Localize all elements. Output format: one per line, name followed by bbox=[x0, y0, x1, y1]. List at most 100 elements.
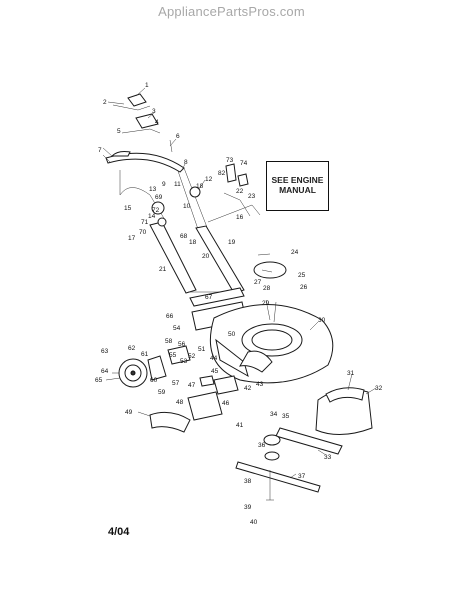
leader-line bbox=[169, 138, 177, 147]
callout-number: 2 bbox=[103, 99, 107, 106]
callout-number: 13 bbox=[149, 186, 157, 193]
see-engine-manual-note: SEE ENGINE MANUAL bbox=[266, 161, 329, 211]
callout-number: 47 bbox=[188, 382, 196, 389]
callout-number: 21 bbox=[159, 266, 167, 273]
leader-line bbox=[289, 473, 297, 479]
upper-handle-arms bbox=[177, 167, 211, 236]
callout-number: 57 bbox=[172, 380, 180, 387]
leader-line bbox=[102, 147, 113, 163]
callout-number: 1 bbox=[145, 82, 149, 89]
callout-number: 32 bbox=[375, 385, 383, 392]
leader-line bbox=[317, 449, 327, 456]
callout-number: 19 bbox=[228, 239, 236, 246]
callout-number: 69 bbox=[155, 194, 163, 201]
drive-belt-part bbox=[275, 427, 343, 455]
discharge-door-part bbox=[239, 350, 273, 373]
grommet-part bbox=[257, 253, 271, 256]
callout-number: 55 bbox=[169, 352, 177, 359]
callout-number: 6 bbox=[176, 133, 180, 140]
engine-mount-inner bbox=[251, 329, 293, 351]
callout-number: 73 bbox=[226, 157, 234, 164]
callout-number: 24 bbox=[291, 249, 299, 256]
callout-number: 67 bbox=[205, 294, 213, 301]
leader-line bbox=[105, 372, 121, 381]
callout-number: 52 bbox=[188, 353, 196, 360]
callout-number: 48 bbox=[176, 399, 184, 406]
leader-line bbox=[265, 299, 277, 323]
callout-number: 71 bbox=[141, 219, 149, 226]
leader-line bbox=[198, 179, 206, 190]
callout-number: 42 bbox=[244, 385, 252, 392]
leader-line bbox=[181, 163, 186, 171]
blade-adapter-part bbox=[263, 434, 281, 446]
callout-number: 14 bbox=[148, 213, 156, 220]
leader-line bbox=[223, 192, 251, 217]
bail-bracket-part bbox=[127, 93, 147, 107]
callout-number: 8 bbox=[184, 159, 188, 166]
starter-rope-part bbox=[207, 204, 261, 223]
callout-number: 15 bbox=[124, 205, 132, 212]
wheel-axle-part bbox=[130, 370, 136, 376]
callout-number: 22 bbox=[236, 188, 244, 195]
callout-number: 65 bbox=[95, 377, 103, 384]
callout-number: 51 bbox=[198, 346, 206, 353]
callout-number: 82 bbox=[218, 170, 226, 177]
leader-line bbox=[365, 387, 377, 395]
control-bracket-part bbox=[135, 113, 159, 129]
screw-part bbox=[169, 139, 173, 153]
pulley-part bbox=[264, 451, 280, 461]
handle-knob-part bbox=[151, 201, 165, 215]
callout-number: 36 bbox=[258, 442, 266, 449]
callout-number: 44 bbox=[210, 355, 218, 362]
callout-number: 43 bbox=[256, 381, 264, 388]
leader-line bbox=[147, 111, 156, 119]
callout-number: 61 bbox=[141, 351, 149, 358]
bag-frame-part bbox=[325, 387, 365, 403]
wheel-bracket-part bbox=[147, 355, 167, 381]
callout-number: 34 bbox=[270, 411, 278, 418]
height-adjuster-part bbox=[167, 345, 191, 365]
throttle-part bbox=[225, 163, 237, 183]
leader-line bbox=[309, 321, 319, 331]
handle-grip-part bbox=[110, 151, 131, 157]
mulch-plug-part bbox=[187, 391, 223, 421]
callout-number: 45 bbox=[211, 368, 219, 375]
callout-number: 62 bbox=[128, 345, 136, 352]
callout-number: 23 bbox=[248, 193, 256, 200]
handle-arm-left bbox=[119, 170, 166, 221]
blade-adapter-part bbox=[253, 261, 287, 279]
callout-number: 26 bbox=[300, 284, 308, 291]
cable-clip-part bbox=[112, 104, 151, 111]
lower-handle-left bbox=[149, 221, 197, 294]
callout-number: 11 bbox=[174, 181, 181, 188]
handle-knob-part bbox=[189, 186, 201, 198]
callout-number: 17 bbox=[128, 235, 136, 242]
leader-line bbox=[261, 269, 273, 273]
callout-number: 20 bbox=[202, 253, 210, 260]
leader-line bbox=[135, 87, 146, 97]
callout-number: 38 bbox=[244, 478, 252, 485]
callout-number: 68 bbox=[180, 233, 188, 240]
callout-number: 30 bbox=[318, 317, 326, 324]
callout-number: 27 bbox=[254, 279, 262, 286]
clip-part bbox=[199, 375, 215, 387]
callout-number: 70 bbox=[139, 229, 147, 236]
callout-number: 54 bbox=[173, 325, 181, 332]
callout-number: 49 bbox=[125, 409, 133, 416]
callout-number: 18 bbox=[196, 183, 204, 190]
callout-number: 7 bbox=[98, 147, 102, 154]
callout-number: 31 bbox=[347, 370, 355, 377]
callout-number: 16 bbox=[236, 214, 244, 221]
callout-number: 39 bbox=[244, 504, 252, 511]
callout-number: 4 bbox=[155, 119, 159, 126]
callout-number: 12 bbox=[205, 176, 213, 183]
callout-number: 35 bbox=[282, 413, 290, 420]
bracket-part bbox=[213, 375, 239, 395]
callout-number: 59 bbox=[158, 389, 166, 396]
lower-handle-right bbox=[195, 225, 245, 294]
callout-number: 56 bbox=[178, 341, 186, 348]
site-watermark: AppliancePartsPros.com bbox=[158, 4, 305, 19]
leader-line bbox=[137, 411, 151, 417]
bolt-part bbox=[121, 128, 161, 134]
